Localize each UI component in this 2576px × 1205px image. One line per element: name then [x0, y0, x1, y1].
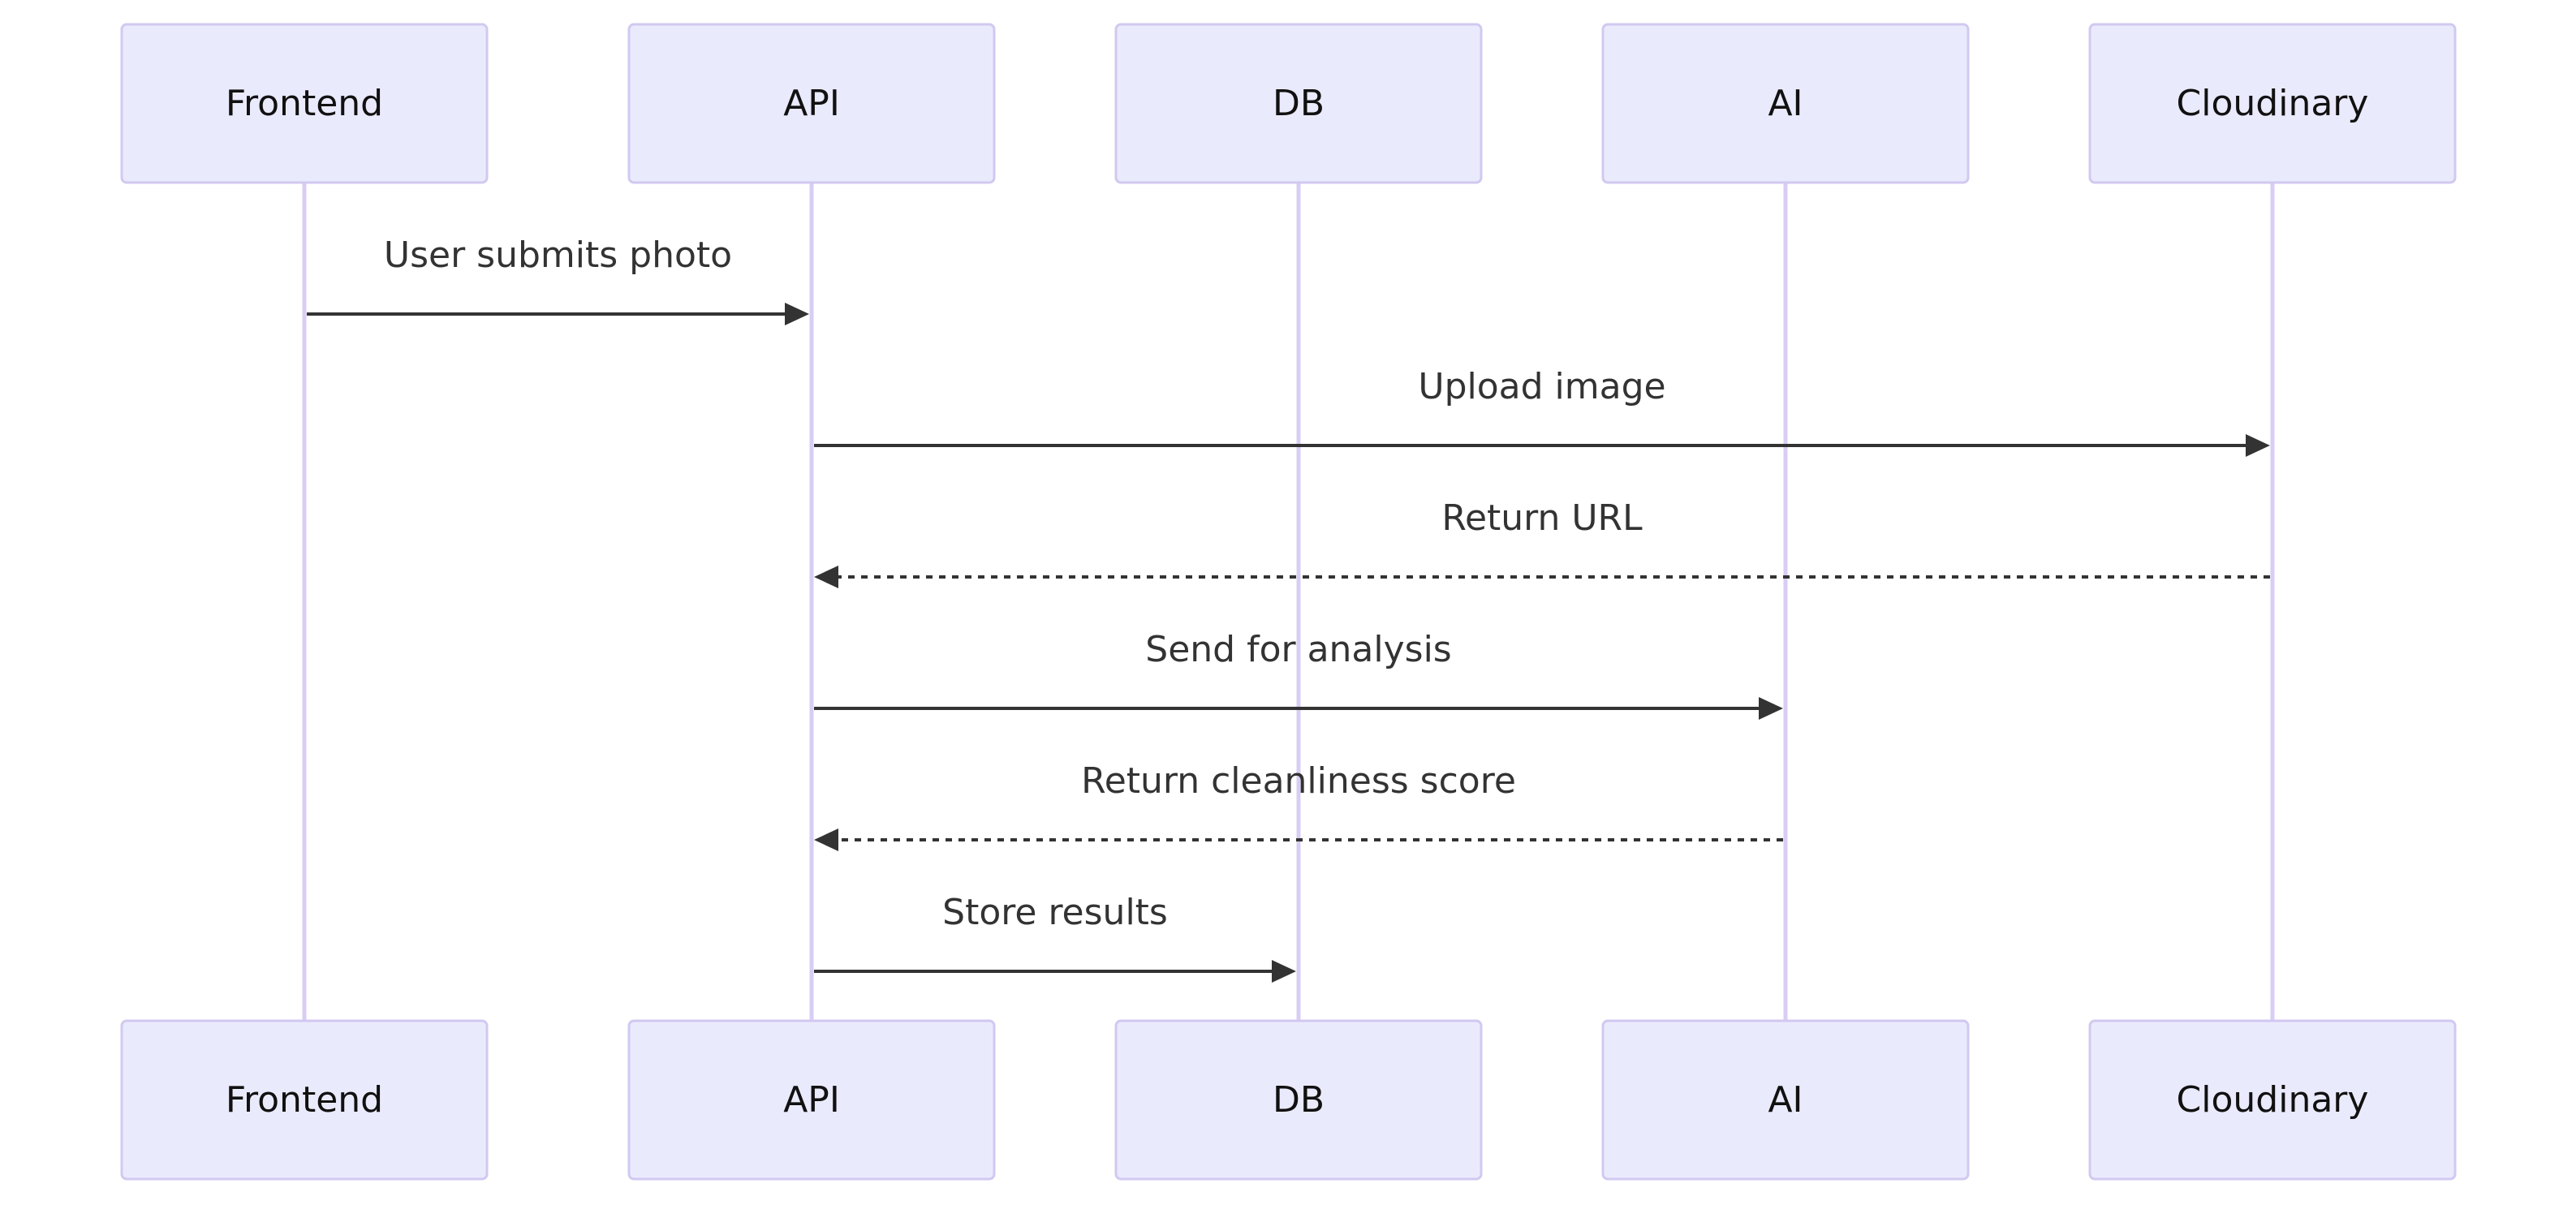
message-label: Send for analysis [1145, 629, 1451, 670]
participant-label: DB [1273, 1079, 1325, 1121]
participant-box [1601, 23, 1970, 184]
participant-ai-top: AI [1601, 23, 1970, 184]
message-2: Upload image [814, 366, 2270, 457]
message-4: Send for analysis [814, 629, 1783, 720]
participant-cloudinary-top: Cloudinary [2088, 23, 2457, 184]
arrowhead-icon [785, 303, 809, 325]
participant-frontend-bottom: Frontend [120, 1019, 489, 1181]
arrowhead-icon [1272, 960, 1296, 983]
participant-box [627, 23, 996, 184]
arrowhead-icon [814, 566, 838, 588]
participant-box [2088, 23, 2457, 184]
participant-ai-bottom: AI [1601, 1019, 1970, 1181]
participant-label: Cloudinary [2177, 1079, 2369, 1121]
participant-cloudinary-bottom: Cloudinary [2088, 1019, 2457, 1181]
participant-label: AI [1768, 1079, 1803, 1121]
participant-label: Frontend [226, 83, 383, 124]
participant-db-bottom: DB [1114, 1019, 1483, 1181]
message-label: Upload image [1418, 366, 1665, 407]
participant-label: AI [1768, 83, 1803, 124]
message-label: Return cleanliness score [1081, 760, 1516, 802]
participant-box [120, 23, 489, 184]
message-3: Return URL [814, 497, 2270, 588]
participant-label: Frontend [226, 1079, 383, 1121]
participant-label: Cloudinary [2177, 83, 2369, 124]
participant-box [627, 1019, 996, 1181]
message-6: Store results [814, 892, 1296, 983]
participant-box [120, 1019, 489, 1181]
participant-box [1114, 23, 1483, 184]
message-label: Store results [942, 892, 1168, 933]
participant-label: API [783, 1079, 840, 1121]
message-5: Return cleanliness score [814, 760, 1783, 851]
message-label: Return URL [1441, 497, 1643, 539]
participant-api-top: API [627, 23, 996, 184]
participant-label: API [783, 83, 840, 124]
message-label: User submits photo [384, 235, 732, 276]
arrowhead-icon [814, 828, 838, 851]
participant-box [2088, 1019, 2457, 1181]
lifelines [302, 183, 2275, 1021]
participant-label: DB [1273, 83, 1325, 124]
participant-api-bottom: API [627, 1019, 996, 1181]
arrowhead-icon [2246, 434, 2270, 457]
participant-db-top: DB [1114, 23, 1483, 184]
message-1: User submits photo [307, 235, 809, 325]
participant-frontend-top: Frontend [120, 23, 489, 184]
participants: FrontendFrontendAPIAPIDBDBAIAICloudinary… [120, 23, 2457, 1181]
participant-box [1601, 1019, 1970, 1181]
participant-box [1114, 1019, 1483, 1181]
arrowhead-icon [1759, 697, 1783, 720]
